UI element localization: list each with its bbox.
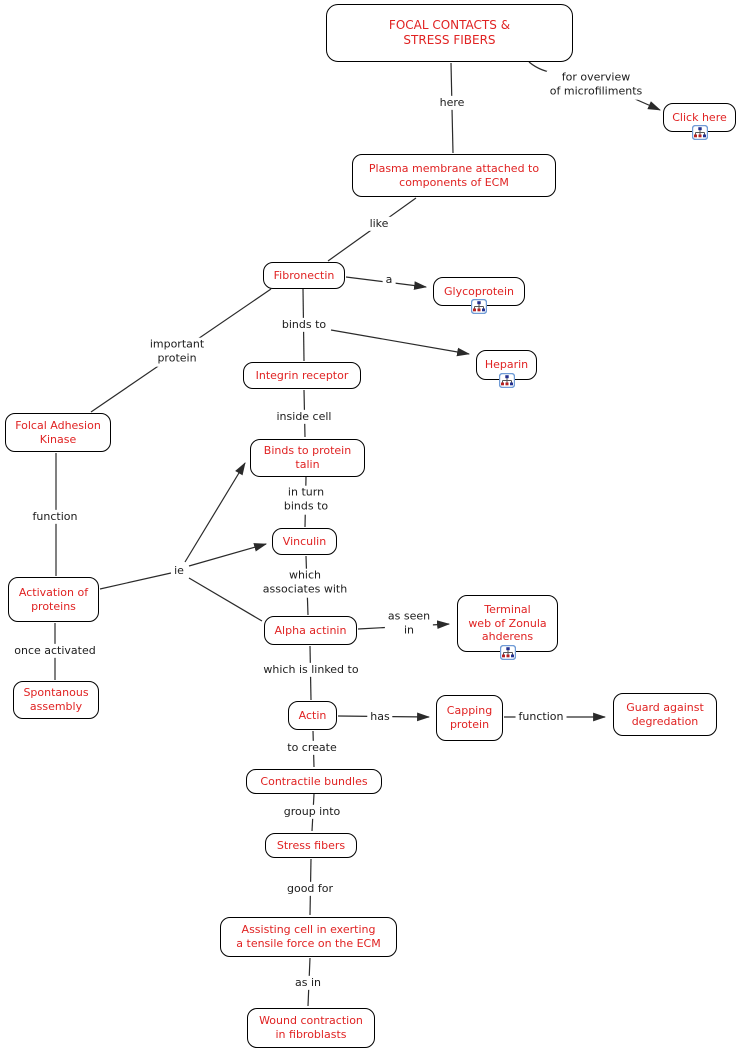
cmap-resource-icon[interactable] (498, 372, 515, 389)
link-label-a: a (382, 272, 396, 288)
node-activation-proteins-label: Activation of proteins (18, 585, 89, 613)
node-focal-adhesion-kinase-label: Folcal Adhesion Kinase (15, 418, 101, 446)
link-ie-alpha (188, 577, 263, 622)
link-label-which-is-linked-to: which is linked to (260, 662, 362, 678)
node-capping-protein-label: Capping protein (446, 704, 493, 731)
node-binds-protein-talin-label: Binds to protein talin (263, 444, 352, 471)
node-alpha-actinin-label: Alpha actinin (274, 623, 347, 637)
node-heparin[interactable]: Heparin (476, 350, 537, 389)
node-wound-contraction[interactable]: Wound contraction in fibroblasts (247, 1008, 375, 1048)
link-label-good-for: good for (283, 881, 337, 897)
node-guard-degredation-label: Guard against degredation (626, 700, 704, 728)
node-integrin-receptor[interactable]: Integrin receptor (243, 362, 361, 389)
node-stress-fibers-label: Stress fibers (276, 838, 346, 852)
node-focal-contacts-label: FOCAL CONTACTS & STRESS FIBERS (388, 18, 511, 47)
cmap-resource-icon[interactable] (499, 644, 516, 661)
link-label-here: here (436, 95, 468, 111)
link-ie-talin (184, 462, 246, 563)
node-contractile-bundles[interactable]: Contractile bundles (246, 769, 382, 794)
link-label-important-protein: important protein (146, 337, 208, 367)
link-label-like: like (366, 216, 392, 232)
cmap-resource-icon[interactable] (691, 124, 708, 141)
node-activation-proteins[interactable]: Activation of proteins (8, 577, 99, 622)
node-guard-degredation[interactable]: Guard against degredation (613, 693, 717, 736)
link-label-function: function (29, 509, 81, 525)
node-spontanous-assembly[interactable]: Spontanous assembly (13, 681, 99, 719)
link-label-which-associates: which associates with (259, 568, 351, 598)
node-fibronectin-label: Fibronectin (273, 268, 335, 282)
link-label-once-activated: once activated (11, 643, 99, 659)
node-fibronectin[interactable]: Fibronectin (263, 262, 345, 289)
node-terminal-web[interactable]: Terminal web of Zonula ahderens (457, 595, 558, 661)
node-heparin-label: Heparin (484, 358, 529, 372)
node-focal-contacts[interactable]: FOCAL CONTACTS & STRESS FIBERS (326, 4, 573, 62)
link-label-as-in: as in (292, 975, 324, 991)
link-label-ie: ie (171, 563, 187, 579)
node-glycoprotein[interactable]: Glycoprotein (433, 277, 525, 315)
node-click-here-label: Click here (672, 110, 727, 124)
node-actin[interactable]: Actin (288, 701, 337, 730)
link-bindsto-heparin (330, 329, 471, 357)
node-spontanous-assembly-label: Spontanous assembly (23, 686, 89, 713)
link-label-to-create: to create (284, 740, 340, 756)
node-glycoprotein-label: Glycoprotein (444, 284, 514, 298)
node-assisting-cell-label: Assisting cell in exerting a tensile for… (236, 923, 381, 950)
link-label-binds-to: binds to (278, 317, 330, 333)
node-alpha-actinin[interactable]: Alpha actinin (264, 616, 357, 645)
node-vinculin[interactable]: Vinculin (272, 528, 337, 555)
node-terminal-web-label: Terminal web of Zonula ahderens (468, 602, 547, 644)
link-label-as-seen-in: as seen in (384, 609, 434, 639)
cmap-resource-icon[interactable] (470, 298, 488, 315)
node-vinculin-label: Vinculin (282, 534, 327, 548)
link-label-in-turn-binds-to: in turn binds to (280, 485, 332, 515)
node-click-here[interactable]: Click here (663, 103, 736, 141)
node-assisting-cell[interactable]: Assisting cell in exerting a tensile for… (220, 917, 397, 957)
node-wound-contraction-label: Wound contraction in fibroblasts (259, 1014, 363, 1041)
link-label-has: has (367, 709, 393, 725)
node-integrin-receptor-label: Integrin receptor (255, 368, 349, 382)
node-binds-protein-talin[interactable]: Binds to protein talin (250, 439, 365, 477)
node-plasma-membrane[interactable]: Plasma membrane attached to components o… (352, 154, 556, 197)
link-label-group-into: group into (280, 804, 344, 820)
link-label-for-overview: for overview of microfiliments (546, 70, 646, 100)
link-activation-ie (99, 572, 172, 590)
node-plasma-membrane-label: Plasma membrane attached to components o… (368, 161, 540, 189)
node-capping-protein[interactable]: Capping protein (436, 695, 503, 741)
node-contractile-bundles-label: Contractile bundles (260, 774, 368, 788)
node-stress-fibers[interactable]: Stress fibers (265, 833, 357, 858)
link-label-inside-cell: inside cell (273, 409, 335, 425)
node-focal-adhesion-kinase[interactable]: Folcal Adhesion Kinase (5, 413, 111, 452)
link-ie-vinculin (188, 543, 268, 567)
node-actin-label: Actin (298, 708, 327, 722)
link-label-function-2: function (515, 709, 567, 725)
